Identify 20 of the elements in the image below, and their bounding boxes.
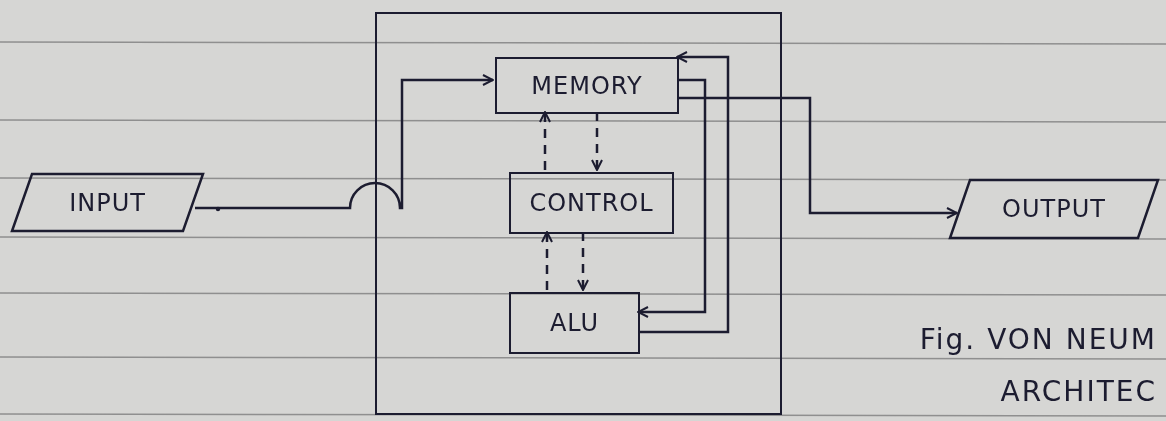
caption: Fig. VON NEUM ARCHITEC [918, 322, 1157, 410]
arrow [195, 74, 494, 210]
arrow [637, 78, 707, 318]
output-parallelogram [948, 178, 1160, 240]
arrow [541, 231, 553, 290]
process-box [509, 292, 640, 354]
arrow [638, 51, 730, 334]
node-label: ALU [549, 309, 600, 337]
node-label: OUTPUT [1002, 195, 1106, 223]
arrow [539, 111, 551, 170]
process-box [495, 57, 679, 114]
process-box [509, 172, 674, 234]
input-parallelogram [10, 172, 205, 233]
node-label: INPUT [69, 188, 146, 217]
node-label: MEMORY [531, 71, 643, 100]
system-box [375, 12, 782, 415]
arrow [677, 96, 958, 219]
arrow [591, 112, 603, 171]
node-label: CONTROL [529, 189, 654, 217]
arrow [577, 232, 589, 291]
